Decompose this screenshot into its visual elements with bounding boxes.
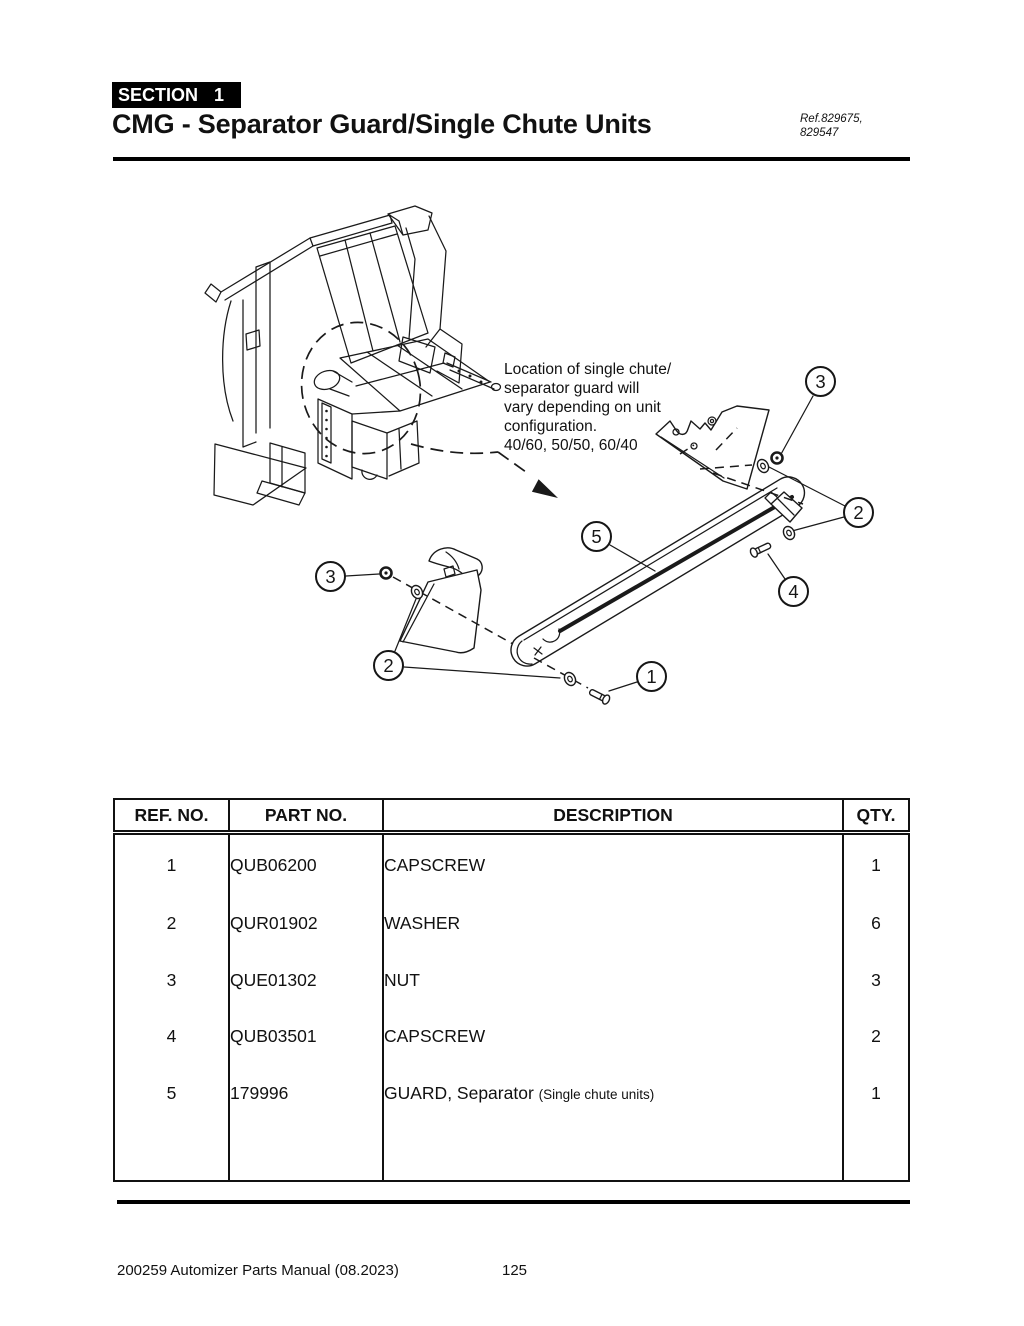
washer-icon <box>782 525 796 541</box>
header-ref-no: REF. NO. <box>113 798 230 835</box>
bottom-divider <box>117 1200 910 1204</box>
footer-page-number: 125 <box>502 1262 528 1279</box>
section-label: SECTION <box>118 84 199 105</box>
cell-desc: GUARD, Separator (Single chute units) <box>382 1065 844 1122</box>
washer-icon <box>563 671 577 687</box>
cell-qty: 6 <box>842 895 910 952</box>
cell-ref: 1 <box>113 832 230 896</box>
table-filler-row <box>113 1121 910 1181</box>
table-row: 3 QUE01302 NUT 3 <box>113 951 910 1009</box>
table-row: 5 179996 GUARD, Separator (Single chute … <box>113 1065 910 1122</box>
reference-numbers: Ref.829675, 829547 <box>800 112 863 140</box>
ref-line-2: 829547 <box>800 127 839 139</box>
header-part-no: PART NO. <box>228 798 384 835</box>
cell-part: QUR01902 <box>228 895 384 952</box>
nut-icon <box>770 451 784 465</box>
cell-qty: 2 <box>842 1008 910 1066</box>
capscrew-icon <box>588 689 611 705</box>
cell-ref: 4 <box>113 1008 230 1066</box>
cell-desc: WASHER <box>382 895 844 952</box>
separator-guard-tube <box>510 476 806 667</box>
nut-icon <box>379 566 393 580</box>
cell-desc: CAPSCREW <box>382 832 844 896</box>
page-title: CMG - Separator Guard/Single Chute Units <box>112 109 652 139</box>
cell-qty: 1 <box>842 832 910 896</box>
mounting-bracket <box>399 547 483 654</box>
note-line: separator guard will <box>504 380 640 397</box>
callout-3-top: 3 <box>805 366 836 397</box>
capscrew-icon <box>749 542 772 558</box>
cell-part: 179996 <box>228 1065 384 1122</box>
guard-plate <box>655 405 770 490</box>
footer-manual-info: 200259 Automizer Parts Manual (08.2023) <box>117 1262 399 1279</box>
cell-qty: 3 <box>842 951 910 1009</box>
cell-part: QUB03501 <box>228 1008 384 1066</box>
callout-4: 4 <box>778 576 809 607</box>
callout-2-left: 2 <box>373 650 404 681</box>
callout-leader-lines <box>345 395 846 692</box>
ref-line-1: Ref.829675, <box>800 113 863 125</box>
table-row: 4 QUB03501 CAPSCREW 2 <box>113 1008 910 1066</box>
washer-icon <box>410 584 424 600</box>
callout-2-right: 2 <box>843 497 874 528</box>
table-row: 1 QUB06200 CAPSCREW 1 <box>113 832 910 896</box>
detail-ellipse <box>300 321 422 455</box>
header-description: DESCRIPTION <box>382 798 844 835</box>
cell-ref: 3 <box>113 951 230 1009</box>
section-number: 1 <box>213 84 224 105</box>
cell-part: QUB06200 <box>228 832 384 896</box>
washer-icon <box>756 458 770 474</box>
diagram-note: Location of single chute/ separator guar… <box>504 360 671 455</box>
note-line: configuration. <box>504 418 598 435</box>
cell-part: QUE01302 <box>228 951 384 1009</box>
cell-ref: 5 <box>113 1065 230 1122</box>
callout-1: 1 <box>636 661 667 692</box>
section-banner: SECTION 1 <box>112 82 241 108</box>
note-line: vary depending on unit <box>504 399 661 416</box>
cell-desc: NUT <box>382 951 844 1009</box>
note-line: Location of single chute/ <box>504 361 672 378</box>
callout-5: 5 <box>581 521 612 552</box>
title-divider <box>113 157 910 161</box>
table-row: 2 QUR01902 WASHER 6 <box>113 895 910 952</box>
flow-arrow <box>410 443 558 498</box>
table-header-row: REF. NO. PART NO. DESCRIPTION QTY. <box>113 798 910 835</box>
parts-table: REF. NO. PART NO. DESCRIPTION QTY. 1 QUB… <box>113 798 910 1182</box>
machine-illustration <box>204 205 502 506</box>
cell-qty: 1 <box>842 1065 910 1122</box>
cell-ref: 2 <box>113 895 230 952</box>
cell-desc: CAPSCREW <box>382 1008 844 1066</box>
header-qty: QTY. <box>842 798 910 835</box>
note-line: 40/60, 50/50, 60/40 <box>504 437 638 454</box>
callout-3-left: 3 <box>315 561 346 592</box>
